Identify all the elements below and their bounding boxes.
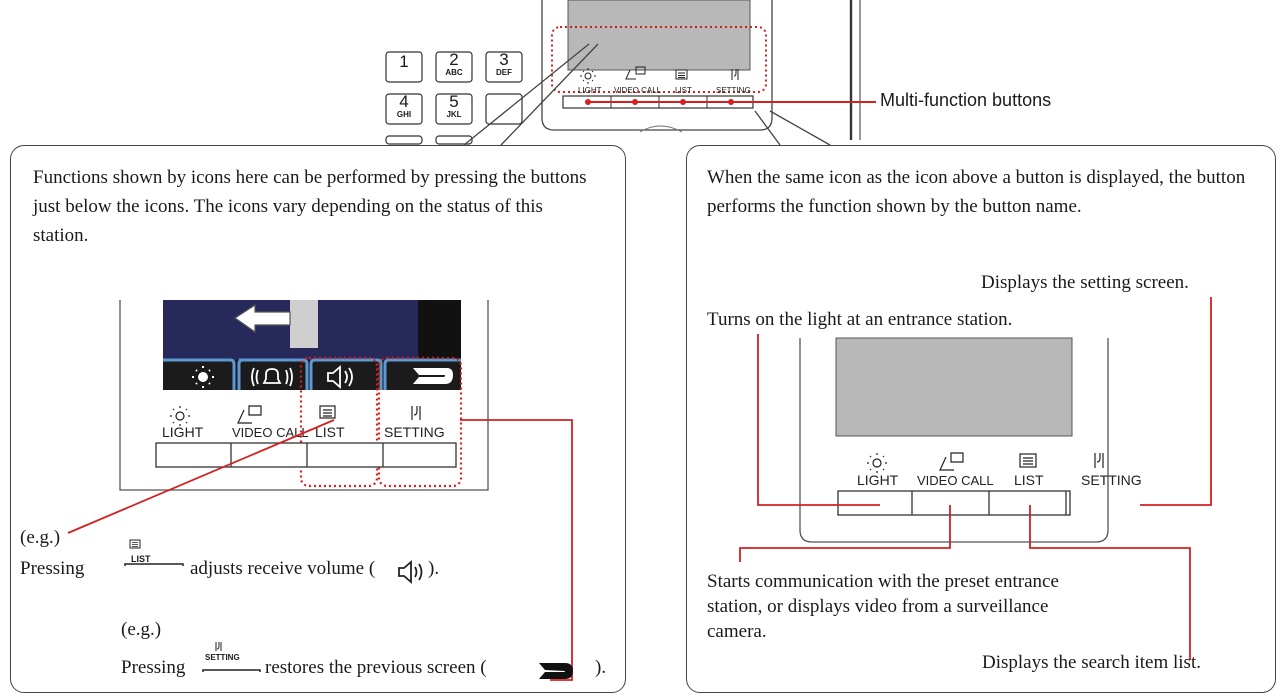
sun-icon bbox=[192, 366, 214, 388]
btn-label-list: LIST bbox=[315, 424, 345, 440]
r-btn-label-light: LIGHT bbox=[857, 472, 899, 488]
volume-icon bbox=[398, 560, 423, 584]
example2-pressing: Pressing bbox=[121, 657, 186, 678]
r-btn-label-setting: SETTING bbox=[1081, 472, 1142, 488]
mini-list-label: LIST bbox=[131, 554, 151, 564]
example-screen-left: LIGHT VIDEO CALL LIST SETTING bbox=[119, 300, 489, 491]
example2-text: restores the previous screen ( bbox=[265, 657, 487, 678]
key-2: 2 bbox=[449, 50, 459, 69]
key-4-letters: GHI bbox=[396, 110, 412, 119]
key-2-letters: ABC bbox=[445, 68, 463, 77]
svg-text:VIDEO CALL: VIDEO CALL bbox=[614, 86, 662, 95]
return-icon-small bbox=[539, 663, 573, 679]
example1-text: adjusts receive volume ( bbox=[190, 558, 376, 579]
btn-label-light: LIGHT bbox=[162, 424, 204, 440]
list-desc: Displays the search item list. bbox=[982, 652, 1201, 673]
mini-setting-button bbox=[202, 642, 261, 672]
key-3-letters: DEF bbox=[496, 68, 512, 77]
key-5-letters: JKL bbox=[446, 110, 462, 119]
btn-label-videocall: VIDEO CALL bbox=[232, 425, 309, 440]
light-desc: Turns on the light at an entrance statio… bbox=[707, 309, 1013, 330]
example1-tag: (e.g.) bbox=[20, 527, 61, 548]
example1-close: ). bbox=[428, 558, 440, 579]
btn-label-setting: SETTING bbox=[384, 424, 445, 440]
key-4: 4 bbox=[399, 92, 409, 111]
example2-close: ). bbox=[595, 657, 607, 678]
bell-icon bbox=[251, 367, 293, 387]
multi-function-label: Multi-function buttons bbox=[880, 90, 1052, 110]
device-screen bbox=[567, 0, 751, 71]
speaker-icon bbox=[327, 365, 353, 389]
arrow-left-icon bbox=[233, 303, 291, 334]
svg-text:SETTING: SETTING bbox=[716, 86, 751, 95]
key-5: 5 bbox=[449, 92, 459, 111]
videocall-desc: Starts communication with the preset ent… bbox=[707, 571, 1059, 642]
icon-highlight-frame bbox=[551, 26, 767, 93]
left-leader-lines bbox=[67, 419, 573, 681]
keypad bbox=[385, 51, 523, 145]
return-icon bbox=[413, 368, 453, 384]
mini-setting-label: SETTING bbox=[205, 653, 240, 662]
svg-text:LIGHT: LIGHT bbox=[578, 86, 602, 95]
mini-list-button bbox=[124, 539, 184, 566]
setting-desc: Displays the setting screen. bbox=[981, 272, 1189, 293]
right-intro: When the same icon as the icon above a b… bbox=[707, 167, 1246, 217]
svg-text:LIST: LIST bbox=[675, 86, 692, 95]
example2-tag: (e.g.) bbox=[121, 619, 162, 640]
example1-pressing: Pressing bbox=[20, 558, 85, 579]
r-btn-label-list: LIST bbox=[1014, 472, 1044, 488]
key-3: 3 bbox=[499, 50, 509, 69]
left-intro: Functions shown by icons here can be per… bbox=[33, 167, 587, 246]
key-1: 1 bbox=[399, 52, 409, 71]
r-btn-label-videocall: VIDEO CALL bbox=[917, 473, 994, 488]
top-icons bbox=[580, 66, 739, 84]
